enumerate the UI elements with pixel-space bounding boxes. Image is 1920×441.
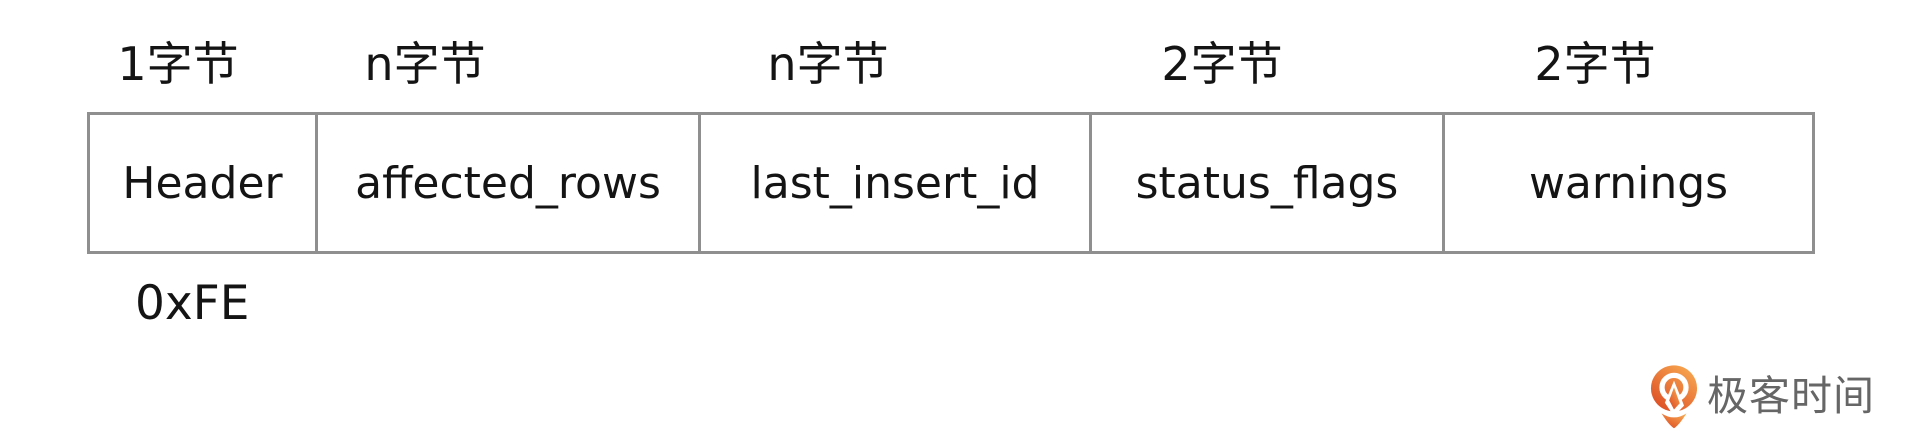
byte-size-label-warnings: 2字节 (1534, 37, 1656, 91)
geektime-logo-icon (1650, 364, 1698, 430)
packet-field-row: Header affected_rows last_insert_id stat… (87, 112, 1815, 254)
packet-field-cell-last-insert-id: last_insert_id (701, 115, 1092, 251)
packet-field-cell-status-flags: status_flags (1092, 115, 1445, 251)
packet-field-cell-affected-rows: affected_rows (318, 115, 701, 251)
byte-size-label-affected-rows: n字节 (364, 37, 486, 91)
byte-size-label-header: 1字节 (117, 37, 239, 91)
header-byte-annotation: 0xFE (135, 276, 250, 331)
geektime-watermark: 极客时间 (1650, 364, 1875, 430)
packet-field-cell-header: Header (90, 115, 318, 251)
byte-size-label-status-flags: 2字节 (1161, 37, 1283, 91)
packet-field-cell-warnings: warnings (1528, 157, 1729, 209)
geektime-brand-text: 极客时间 (1707, 372, 1875, 420)
byte-size-label-last-insert-id: n字节 (767, 37, 889, 91)
